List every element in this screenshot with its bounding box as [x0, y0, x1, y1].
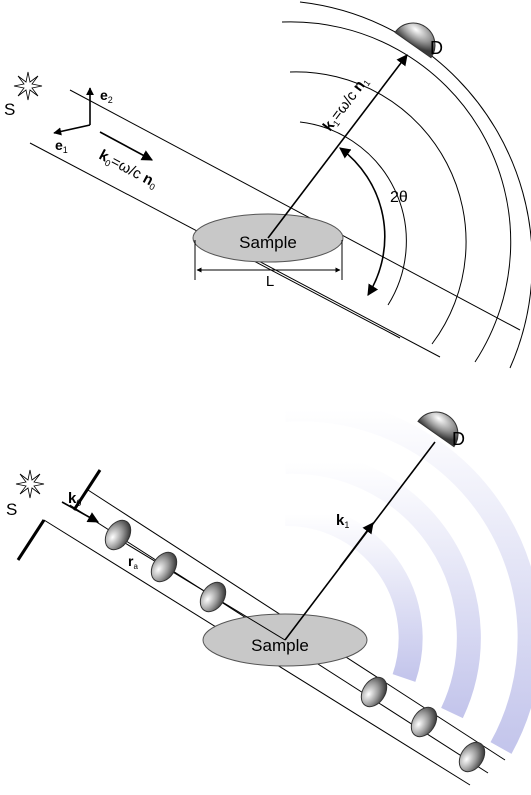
k1-label: k1=ω/c n1 [320, 73, 373, 135]
ra-label: ra [128, 553, 138, 571]
wavefront-arc-4 [299, 1, 531, 369]
e1-vector [53, 124, 91, 136]
bottom-panel: Sample k1 k0 ra [6, 397, 531, 786]
k1-label-group: k1=ω/c n1 [320, 73, 373, 135]
wave-packets [104, 519, 486, 773]
length-label: L [266, 273, 274, 290]
k0-label: k0 [68, 490, 81, 508]
wavefront-arc-2 [289, 71, 467, 345]
top-panel: Sample L 2θ k1=ω/c n1 k0=ω/c n0 e2 e1 [4, 1, 531, 369]
k0-arrow [61, 501, 99, 523]
angle-arc [339, 147, 386, 296]
slit-upper [72, 469, 102, 511]
k0-label: k0=ω/c n0 [96, 147, 161, 193]
beam-line-upper [69, 89, 521, 331]
wave-band-1 [284, 397, 531, 754]
detector-label: D [430, 38, 443, 58]
k1-label: k1 [336, 512, 349, 530]
ra-arrow [119, 539, 286, 641]
k1-arrow [339, 522, 374, 568]
wave-packet-icon [150, 551, 178, 583]
wave-packet-icon [360, 676, 388, 708]
wave-band-3 [284, 501, 423, 682]
e1-label: e1 [55, 137, 68, 155]
k0-arrow [99, 131, 153, 161]
sample-label: Sample [251, 636, 309, 655]
wavefront-arc-3 [281, 21, 512, 363]
source-star-icon [15, 469, 45, 499]
wave-packet-icon [104, 519, 132, 551]
slit-lower [16, 519, 46, 561]
wave-packet-icon [410, 706, 438, 738]
wavefront-arc-1 [299, 121, 407, 306]
source-label: S [6, 500, 17, 519]
sample-label: Sample [239, 233, 297, 252]
wave-bands [284, 397, 531, 754]
source-label: S [4, 100, 15, 119]
e2-label: e2 [100, 87, 113, 105]
angle-label: 2θ [390, 189, 408, 206]
wave-packet-icon [458, 741, 486, 773]
wave-packet-icon [199, 581, 227, 613]
detector-dome-icon [394, 22, 436, 59]
k0-label-group: k0=ω/c n0 [96, 147, 161, 193]
detector-label: D [452, 429, 465, 449]
k1-arrow [267, 54, 408, 239]
detector-dome-icon [417, 411, 459, 448]
source-star-icon [13, 71, 43, 101]
wave-band-2 [284, 449, 481, 719]
